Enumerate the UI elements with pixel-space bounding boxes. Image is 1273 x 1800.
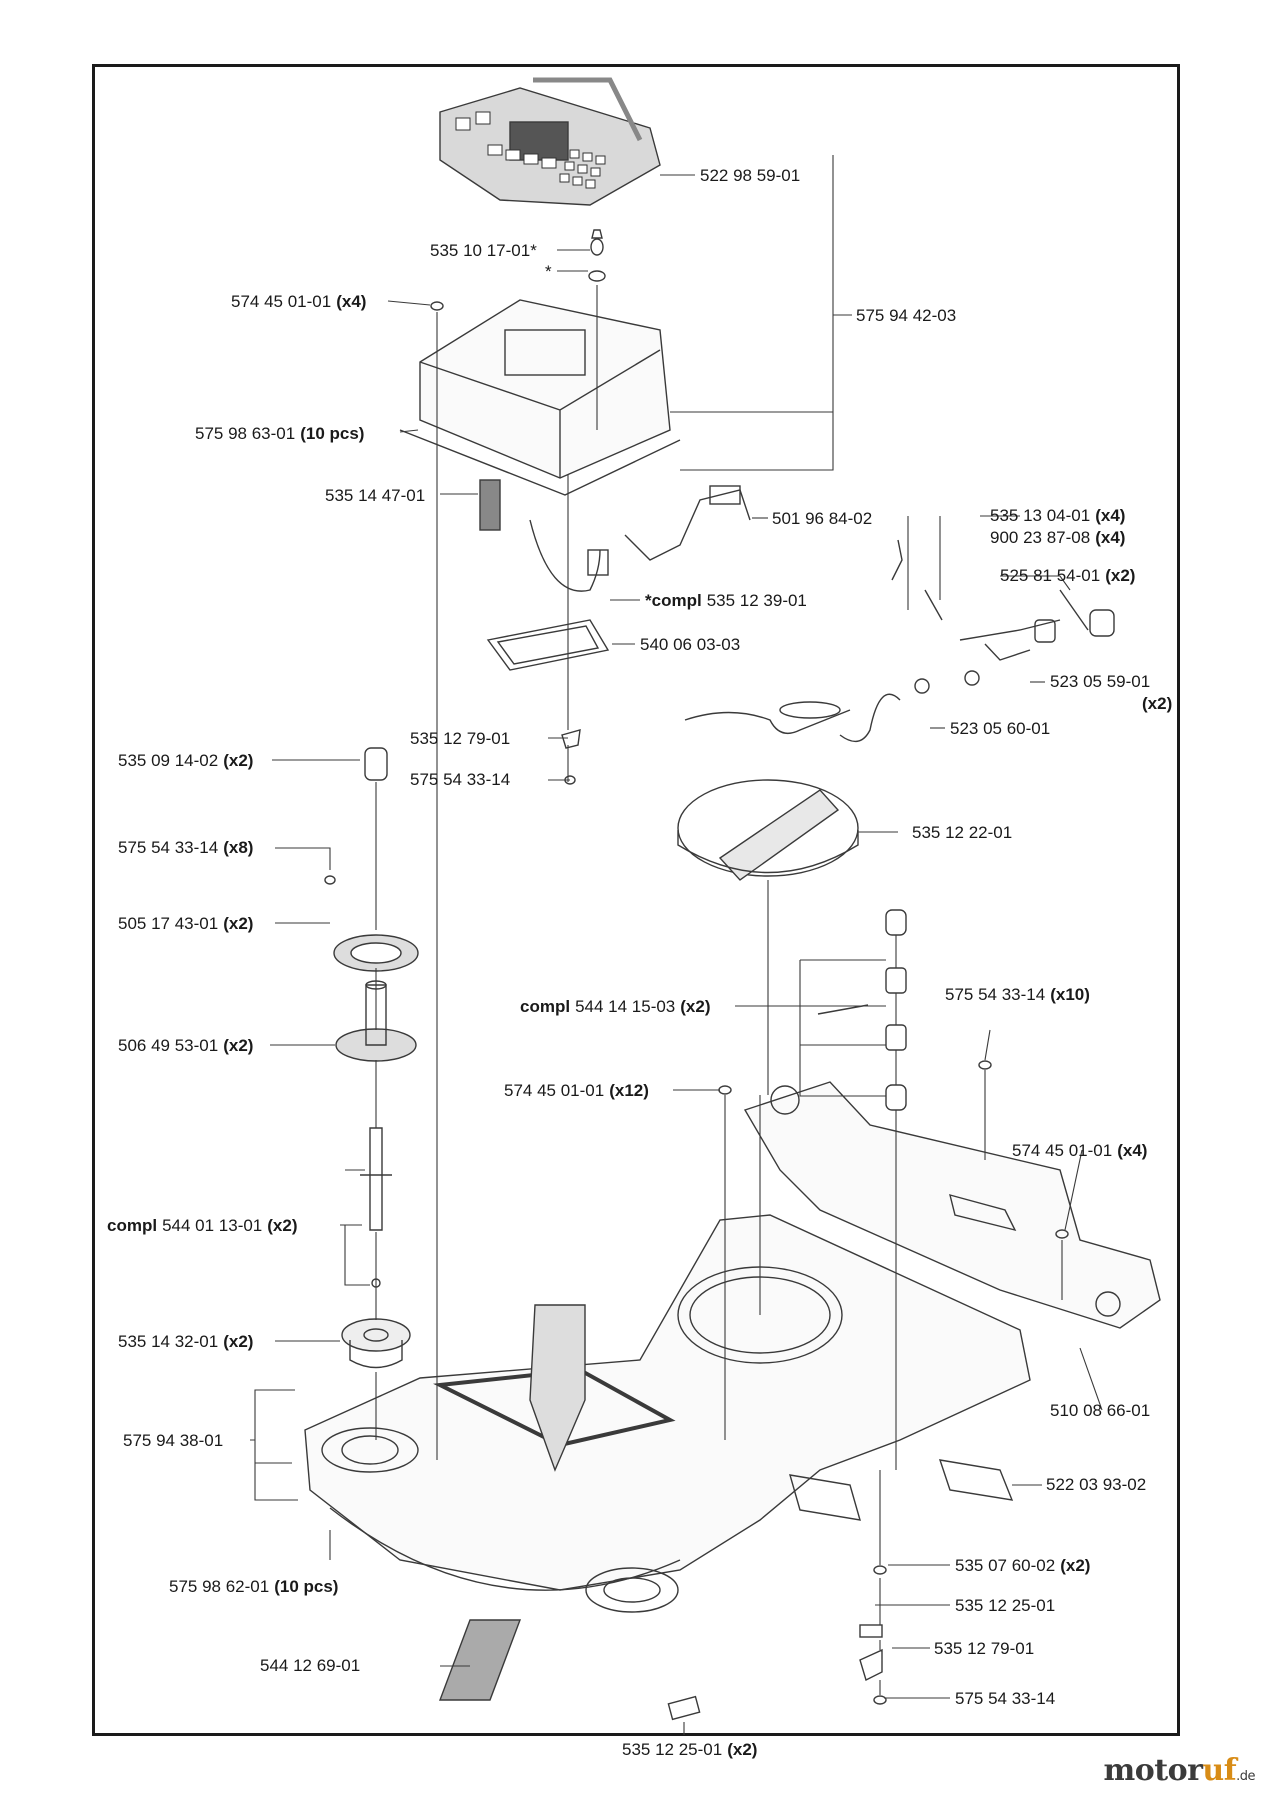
- label-535-12-79-01-top: 535 12 79-01: [410, 729, 511, 748]
- label-525-81-54-01: 525 81 54-01(x2): [1000, 566, 1136, 585]
- label-505-17-43-01: 505 17 43-01(x2): [118, 914, 254, 933]
- magnet-set: [817, 909, 907, 1111]
- sensor-cables: [684, 539, 1115, 743]
- bottom-small-parts: [324, 301, 1069, 1721]
- leader-lines: [250, 155, 1103, 1735]
- label-535-13-04-01: 535 13 04-01(x4): [990, 506, 1126, 525]
- label-900-23-87-08: 900 23 87-08(x4): [990, 528, 1126, 547]
- label-575-54-33-14-x10: 575 54 33-14(x10): [945, 985, 1090, 1004]
- circuit-board: [486, 619, 610, 671]
- label-asterisk: *: [545, 262, 552, 281]
- label-506-49-53-01: 506 49 53-01(x2): [118, 1036, 254, 1055]
- label-535-12-22-01: 535 12 22-01: [912, 823, 1013, 842]
- round-inspection-cover: [677, 779, 859, 881]
- label-522-98-59-01: 522 98 59-01: [700, 166, 801, 185]
- main-base-body: [304, 1214, 1031, 1701]
- right-chassis-plate: [743, 1081, 1161, 1329]
- label-575-94-42-03: 575 94 42-03: [856, 306, 957, 325]
- drawing-frame: [92, 64, 1180, 1736]
- label-574-45-01-01-x4-top: 574 45 01-01(x4): [231, 292, 367, 311]
- label-523-05-59-01-qty: (x2): [1142, 694, 1173, 713]
- label-544-12-69-01: 544 12 69-01: [260, 1656, 361, 1675]
- label-523-05-59-01: 523 05 59-01: [1050, 672, 1151, 691]
- label-575-98-63-01: 575 98 63-01(10 pcs): [195, 424, 365, 443]
- label-540-06-03-03: 540 06 03-03: [640, 635, 741, 654]
- top-cover-housing: [399, 299, 681, 496]
- label-574-45-01-01-x12: 574 45 01-01(x12): [504, 1081, 649, 1100]
- label-575-98-62-01: 575 98 62-01(10 pcs): [169, 1577, 339, 1596]
- label-535-12-25-01-x2: 535 12 25-01(x2): [622, 1740, 758, 1759]
- label-575-54-33-14-top: 575 54 33-14: [410, 770, 511, 789]
- label-535-14-47-01: 535 14 47-01: [325, 486, 426, 505]
- label-574-45-01-01-x4-right: 574 45 01-01(x4): [1012, 1141, 1148, 1160]
- axis-lines: [375, 285, 1063, 1695]
- label-535-12-25-01-right: 535 12 25-01: [955, 1596, 1056, 1615]
- label-522-03-93-02: 522 03 93-02: [1046, 1475, 1147, 1494]
- brand-watermark: motoruf.de: [1103, 1753, 1255, 1788]
- label-575-54-33-14-x8: 575 54 33-14(x8): [118, 838, 254, 857]
- label-535-12-79-01-bottom: 535 12 79-01: [934, 1639, 1035, 1658]
- label-535-09-14-02: 535 09 14-02(x2): [118, 751, 254, 770]
- label-535-14-32-01: 535 14 32-01(x2): [118, 1332, 254, 1351]
- label-575-54-33-14-bottom: 575 54 33-14: [955, 1689, 1056, 1708]
- label-535-07-60-02: 535 07 60-02(x2): [955, 1556, 1091, 1575]
- label-510-08-66-01: 510 08 66-01: [1050, 1401, 1151, 1420]
- left-stack-parts: [333, 747, 419, 1369]
- label-575-94-38-01: 575 94 38-01: [123, 1431, 224, 1450]
- knob-and-washer: [588, 229, 606, 282]
- label-501-96-84-02: 501 96 84-02: [772, 509, 873, 528]
- label-535-10-17-01: 535 10 17-01*: [430, 241, 537, 260]
- control-panel-sticker: [439, 77, 661, 206]
- cables-and-switch: [479, 479, 751, 592]
- label-523-05-60-01: 523 05 60-01: [950, 719, 1051, 738]
